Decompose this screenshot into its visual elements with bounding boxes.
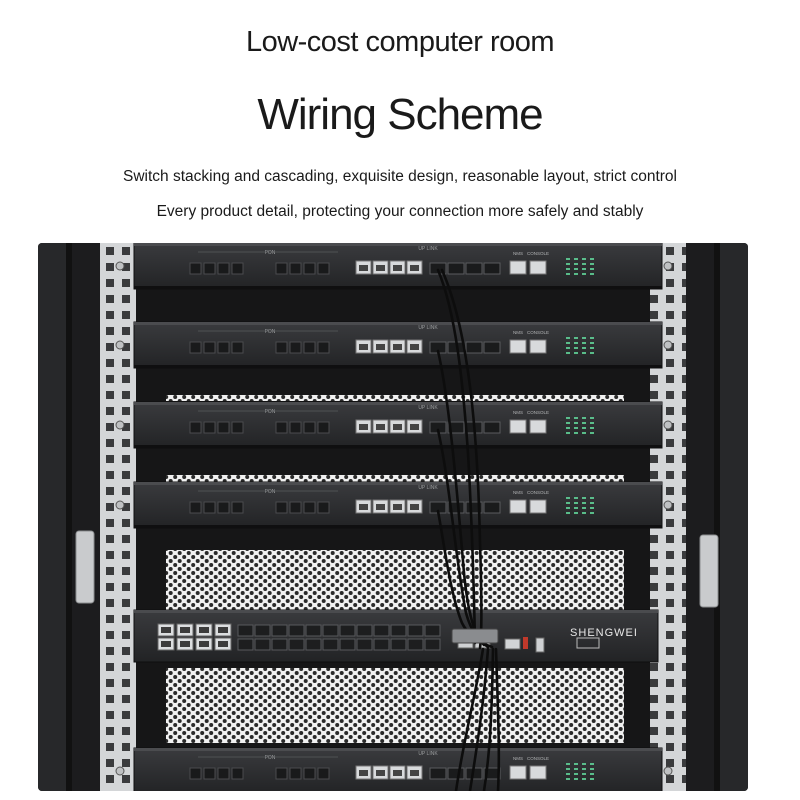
nms-label: NMS bbox=[513, 330, 523, 335]
pon-label: PON bbox=[265, 489, 276, 495]
pon-label: PON bbox=[265, 755, 276, 761]
uplink-label: UP LINK bbox=[418, 405, 438, 411]
console-label: CONSOLE bbox=[527, 251, 549, 256]
switch-brand-logo: SHENGWEI bbox=[570, 627, 638, 639]
server-rack-photo: PON UP LINK NMS CONSOLE PON UP LINK NMS CONSOLE… bbox=[38, 243, 748, 791]
olt-unit: PON UP LINK NMS CONSOLE bbox=[115, 481, 673, 529]
pon-label: PON bbox=[265, 409, 276, 415]
nms-label: NMS bbox=[513, 410, 523, 415]
subtitle-line-1: Switch stacking and cascading, exquisite… bbox=[123, 168, 677, 185]
pon-label: PON bbox=[265, 329, 276, 335]
pon-label: PON bbox=[265, 250, 276, 256]
uplink-label: UP LINK bbox=[418, 485, 438, 491]
console-label: CONSOLE bbox=[527, 490, 549, 495]
nms-label: NMS bbox=[513, 251, 523, 256]
nms-label: NMS bbox=[513, 490, 523, 495]
page-title: Wiring Scheme bbox=[257, 90, 543, 139]
uplink-label: UP LINK bbox=[418, 246, 438, 252]
console-label: CONSOLE bbox=[527, 756, 549, 761]
olt-unit: PON UP LINK NMS CONSOLE bbox=[115, 747, 673, 791]
uplink-label: UP LINK bbox=[418, 325, 438, 331]
subtitle-line-2: Every product detail, protecting your co… bbox=[156, 203, 644, 220]
olt-unit: PON UP LINK NMS CONSOLE bbox=[115, 401, 673, 449]
olt-unit: PON UP LINK NMS CONSOLE bbox=[115, 321, 673, 369]
console-label: CONSOLE bbox=[527, 410, 549, 415]
headline: Low-cost computer room bbox=[245, 26, 555, 58]
nms-label: NMS bbox=[513, 756, 523, 761]
uplink-label: UP LINK bbox=[418, 751, 438, 757]
console-label: CONSOLE bbox=[527, 330, 549, 335]
olt-unit: PON UP LINK NMS CONSOLE bbox=[115, 243, 673, 290]
